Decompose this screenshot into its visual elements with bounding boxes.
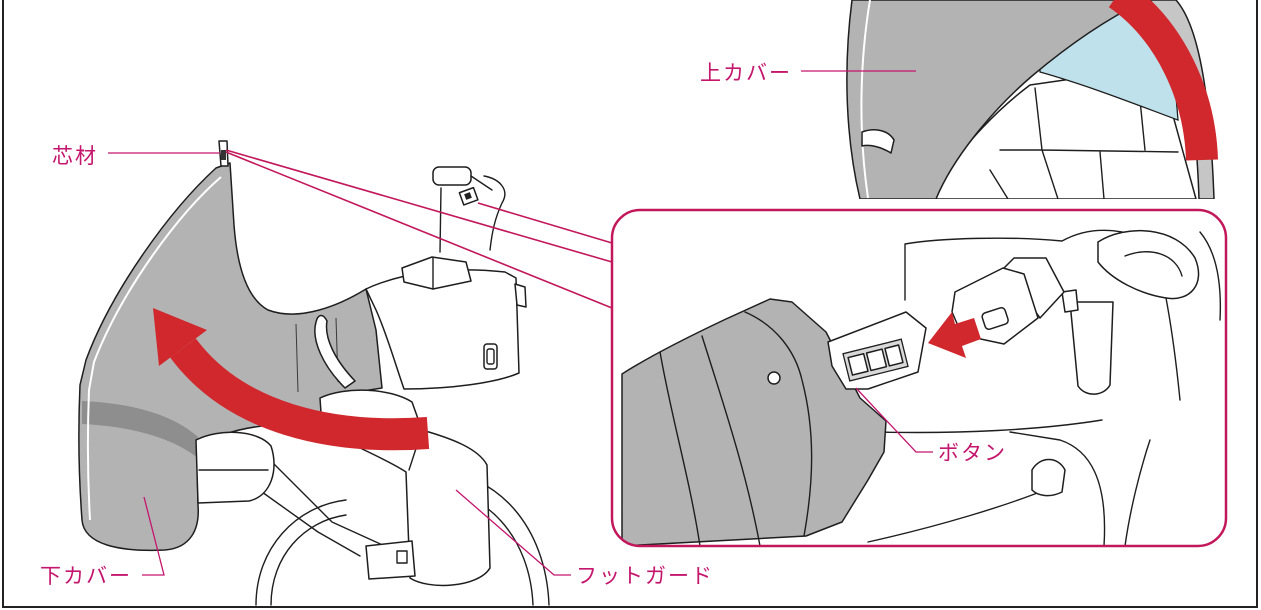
inset-frame-right [1165, 231, 1222, 401]
seat-side-plate [514, 283, 527, 308]
leader-lower-cover [142, 496, 165, 576]
leader-foot-guard [455, 489, 571, 576]
top-buckle-body [432, 166, 472, 186]
frame-hub [195, 431, 275, 504]
leader-button [855, 387, 933, 453]
inset-seat-bottom [867, 419, 1151, 545]
top-buckle-clip-hole [464, 192, 472, 200]
upper-cover-illustration [846, 0, 1218, 199]
lower-cover-rim [86, 176, 222, 521]
seat-back-button [483, 343, 498, 370]
buckle-tongue-slot [981, 306, 1009, 330]
zoom-line-buckle [477, 202, 613, 244]
top-buckle [432, 166, 506, 251]
head-block [401, 256, 472, 290]
label-upper-cover: 上カバー [700, 61, 792, 85]
insert-direction-arrow [928, 312, 981, 358]
inset-cover-hole [767, 371, 781, 385]
main-seat-illustration [78, 140, 550, 606]
buckle-button-key-3 [884, 344, 904, 367]
frame-rails [261, 457, 399, 557]
zoom-line-core-lower [225, 151, 613, 309]
zoom-lines [225, 149, 613, 309]
inset-peg [1061, 289, 1079, 313]
buckle-button-key-2 [865, 348, 888, 372]
detail-inset [610, 208, 1228, 548]
top-buckle-link [470, 175, 493, 191]
buckle-button-key-1 [847, 352, 869, 376]
label-foot-guard: フットガード [576, 564, 714, 588]
top-buckle-cable [483, 175, 506, 251]
core-tip-mark [221, 150, 226, 160]
upper-cover-rim [860, 0, 871, 199]
label-lower-cover: 下カバー [40, 564, 132, 588]
bottom-clip-hole [396, 550, 408, 564]
upper-cover-red-arrow [1108, 0, 1218, 161]
zoom-line-core-upper [225, 149, 613, 263]
labels: 上カバー 芯材 下カバー フットガード ボタン [40, 61, 1007, 588]
seat-back-button-inner [486, 348, 495, 365]
label-button: ボタン [938, 441, 1007, 465]
lower-cover-arrow-shaft [170, 338, 430, 451]
upper-cover-strap [861, 129, 895, 154]
lower-cover [78, 162, 383, 552]
inset-contents [621, 229, 1222, 545]
seat-back-edge [439, 187, 442, 253]
lower-cover-red-arrow [153, 308, 430, 451]
inset-frame-top [904, 229, 1123, 301]
inset-side-piece [1069, 301, 1114, 395]
canopy-interior-frame-lines [989, 87, 1179, 199]
left-wheel [255, 499, 347, 606]
lower-cover-band [82, 401, 198, 458]
inset-frame-hub-inner [1124, 251, 1183, 277]
inset-seat-cover-panels [659, 311, 813, 545]
upper-cover-shell [846, 0, 1147, 199]
seat-belt-loop [314, 314, 356, 389]
inset-handle [1031, 458, 1066, 497]
buckle-button [842, 338, 909, 382]
lower-cover-arrow-head [153, 308, 207, 366]
label-core: 芯材 [52, 144, 98, 168]
inset-frame [610, 208, 1228, 548]
inset-frame-hub [1097, 230, 1200, 300]
